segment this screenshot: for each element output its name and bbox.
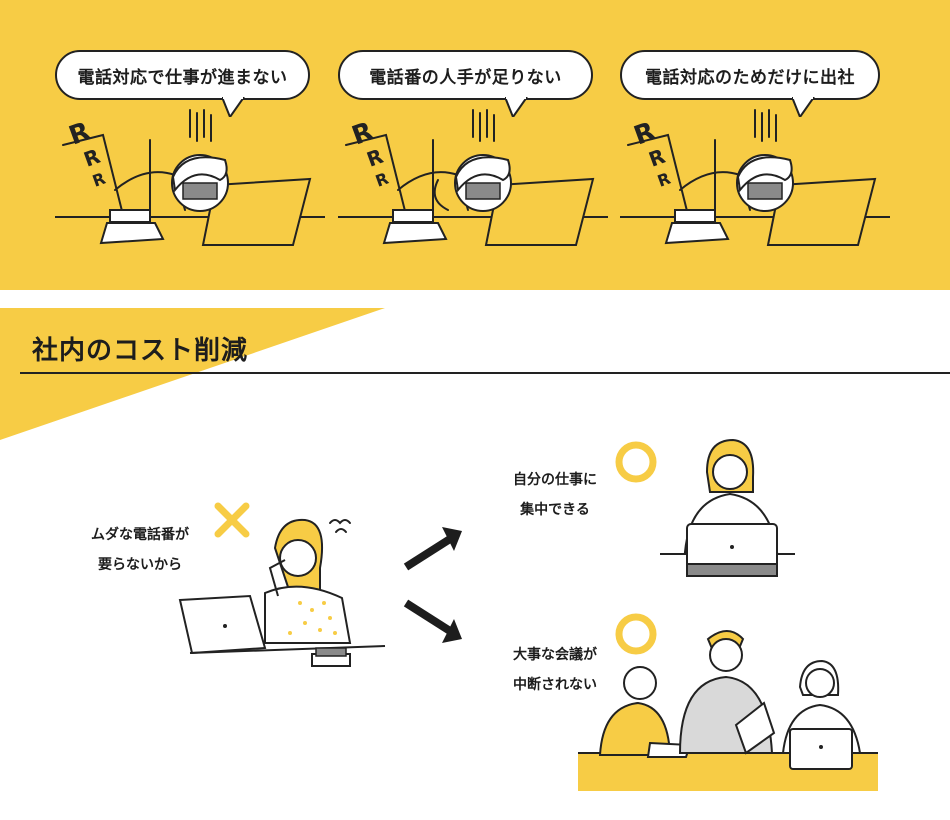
svg-text:R: R (364, 144, 387, 172)
left-caption: ムダな電話番が 要らないから (55, 520, 225, 580)
arrow-down-right-icon (403, 599, 462, 643)
svg-text:R: R (81, 144, 104, 172)
right-top-caption: 自分の仕事に 集中できる (490, 465, 620, 525)
circle-icon (615, 613, 657, 655)
illustration-worried-woman (178, 518, 386, 667)
speech-bubble-2: 電話番の人手が足りない (338, 50, 593, 117)
svg-text:R: R (646, 144, 669, 172)
illustration-tired-worker-1: R R R (55, 109, 325, 246)
cross-icon (214, 502, 250, 538)
section-title: 社内のコスト削減 (32, 336, 249, 366)
illustration-meeting-group (578, 630, 878, 791)
right-bottom-caption: 大事な会議が 中断されない (490, 640, 620, 700)
svg-text:R: R (655, 169, 673, 191)
section-accent-triangle (0, 308, 385, 440)
caption-line: 要らないから (98, 557, 182, 573)
svg-text:R: R (90, 169, 108, 191)
caption-line: 集中できる (520, 502, 590, 518)
illustration-tired-worker-2: R R R (338, 109, 608, 246)
speech-bubble-3: 電話対応のためだけに出社 (620, 50, 880, 117)
caption-line: 中断されない (513, 677, 597, 693)
caption-line: 自分の仕事に (513, 472, 597, 488)
speech-bubble-text: 電話番の人手が足りない (369, 67, 562, 88)
speech-bubble-text: 電話対応のためだけに出社 (645, 67, 855, 88)
section-divider (20, 372, 950, 374)
caption-line: ムダな電話番が (91, 527, 189, 543)
circle-icon (615, 441, 657, 483)
speech-bubble-text: 電話対応で仕事が進まない (77, 67, 288, 88)
illustration-tired-worker-3: R R R (620, 109, 890, 246)
svg-text:R: R (373, 169, 391, 191)
caption-line: 大事な会議が (513, 647, 597, 663)
illustration-focused-worker (660, 438, 795, 577)
speech-bubble-1: 電話対応で仕事が進まない (55, 50, 310, 117)
arrow-up-right-icon (403, 527, 462, 571)
